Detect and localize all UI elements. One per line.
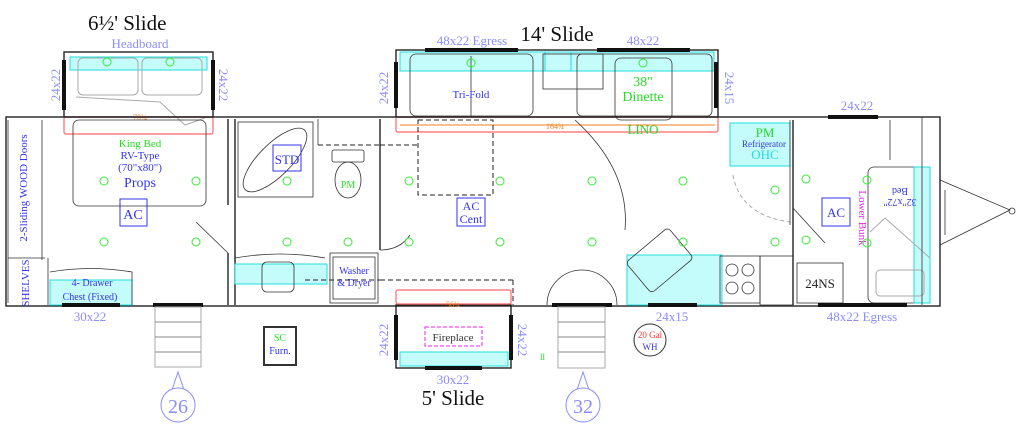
light-fixture-icon bbox=[638, 58, 648, 68]
egress-window-dim: 48x22 Egress bbox=[437, 33, 507, 48]
ac-label: AC bbox=[827, 205, 845, 220]
light-fixture-icon bbox=[165, 57, 175, 67]
tub-label: STD bbox=[275, 152, 300, 167]
window-dim: 24x22 bbox=[376, 324, 391, 357]
window-dim: 48x22 bbox=[627, 33, 660, 48]
dryer-label: & Dryer bbox=[337, 278, 371, 289]
fireplace-slide-title: 5' Slide bbox=[422, 386, 485, 410]
light-fixture-icon bbox=[770, 185, 780, 195]
light-fixture-icon bbox=[404, 176, 414, 186]
light-fixture-icon bbox=[587, 176, 597, 186]
window-dim: 24x22 bbox=[841, 98, 874, 113]
light-fixture-icon bbox=[678, 176, 688, 186]
light-fixture-icon bbox=[404, 237, 414, 247]
light-fixture-icon bbox=[801, 235, 811, 245]
light-fixture-icon bbox=[343, 237, 353, 247]
shelves-label: SHELVES bbox=[20, 259, 32, 306]
rear-entry-steps bbox=[154, 306, 202, 423]
light-fixture-icon bbox=[862, 238, 872, 248]
light-fixture-icon bbox=[862, 175, 872, 185]
furnace-label: Furn. bbox=[269, 346, 290, 357]
light-fixture-icon bbox=[99, 237, 109, 247]
lower-bunk-label: Lower Bunk bbox=[856, 190, 868, 246]
main-slide-title: 14' Slide bbox=[520, 22, 593, 46]
furnace-label: SC bbox=[274, 333, 287, 344]
light-fixture-icon bbox=[102, 57, 112, 67]
bedroom-slide-title: 6½' Slide bbox=[88, 11, 166, 35]
light-fixture-icon bbox=[587, 237, 597, 247]
window-dim: 24x22 bbox=[216, 69, 231, 102]
trailer-body bbox=[5, 115, 1016, 307]
light-fixture-icon bbox=[801, 174, 811, 184]
bed-type: RV-Type bbox=[121, 150, 160, 162]
refrigerator-label: Refrigerator bbox=[742, 139, 786, 149]
light-fixture-icon bbox=[466, 58, 476, 68]
light-fixture-icon bbox=[495, 237, 505, 247]
ac-unit-box bbox=[821, 197, 851, 227]
light-fixture-icon bbox=[770, 237, 780, 247]
bed-name: King Bed bbox=[119, 138, 162, 150]
fireplace-label: Fireplace bbox=[433, 332, 474, 344]
headboard-label: Headboard bbox=[111, 36, 169, 51]
dinette-label: Dinette bbox=[622, 90, 663, 105]
light-fixture-icon bbox=[191, 176, 201, 186]
tub-box bbox=[272, 144, 302, 172]
sliding-doors-label: 2-Sliding WOOD Doors bbox=[18, 134, 30, 241]
bunk-bed-label: Bed bbox=[892, 185, 908, 196]
ac-unit-box bbox=[119, 198, 148, 227]
rear-step-number: 26 bbox=[168, 396, 188, 418]
fridge-pm-label: PM bbox=[756, 125, 775, 140]
window-dim: 24x22 bbox=[48, 69, 63, 102]
window-dim: 24x15 bbox=[722, 72, 737, 105]
furnace-box bbox=[263, 326, 297, 366]
washer-label: Washer bbox=[339, 266, 369, 277]
trifold-sofa-label: Tri-Fold bbox=[453, 89, 490, 101]
ac-cent-label: Cent bbox=[460, 212, 483, 226]
window-dim: 24x22 bbox=[515, 324, 530, 357]
dinette-size: 38" bbox=[633, 75, 653, 90]
ac-cent-label: AC bbox=[463, 199, 480, 213]
toilet-label: PM bbox=[341, 180, 356, 191]
window-dim: 30x22 bbox=[74, 309, 107, 324]
ac-cent-box bbox=[456, 197, 486, 227]
window-dim: 24x15 bbox=[656, 309, 689, 324]
egress-window-dim: 48x22 Egress bbox=[827, 309, 897, 324]
props-label: Props bbox=[124, 176, 156, 191]
fireplace-mark: ll bbox=[540, 352, 546, 362]
lino-floor-label: LINO bbox=[627, 122, 658, 137]
nightstand-label: 24NS bbox=[805, 276, 835, 291]
main-entry-steps bbox=[557, 306, 606, 423]
ceiling-lights bbox=[99, 57, 872, 248]
water-heater-size: 20 Gal bbox=[638, 330, 663, 340]
bunk-size: 32"x72" bbox=[883, 196, 916, 207]
light-fixture-icon bbox=[282, 176, 292, 186]
fireplace-slide bbox=[394, 289, 513, 370]
window-dim: 24x22 bbox=[376, 72, 391, 105]
slide-dimension: 56¾ bbox=[446, 300, 460, 309]
ac-label: AC bbox=[123, 208, 142, 223]
bed-size: (70"x80") bbox=[118, 162, 162, 174]
light-fixture-icon bbox=[191, 237, 201, 247]
water-heater-label: WH bbox=[643, 342, 658, 352]
ohc-label: OHC bbox=[751, 147, 778, 162]
main-step-number: 32 bbox=[573, 396, 593, 418]
light-fixture-icon bbox=[99, 176, 109, 186]
light-fixture-icon bbox=[678, 237, 688, 247]
slide-dimension: 164¾ bbox=[546, 122, 564, 131]
chest-label: 4- Drawer bbox=[72, 278, 113, 289]
light-fixture-icon bbox=[282, 237, 292, 247]
chest-label: Chest (Fixed) bbox=[63, 292, 118, 303]
water-heater bbox=[633, 323, 667, 357]
light-fixture-icon bbox=[495, 176, 505, 186]
window-dim: 30x22 bbox=[437, 372, 470, 387]
